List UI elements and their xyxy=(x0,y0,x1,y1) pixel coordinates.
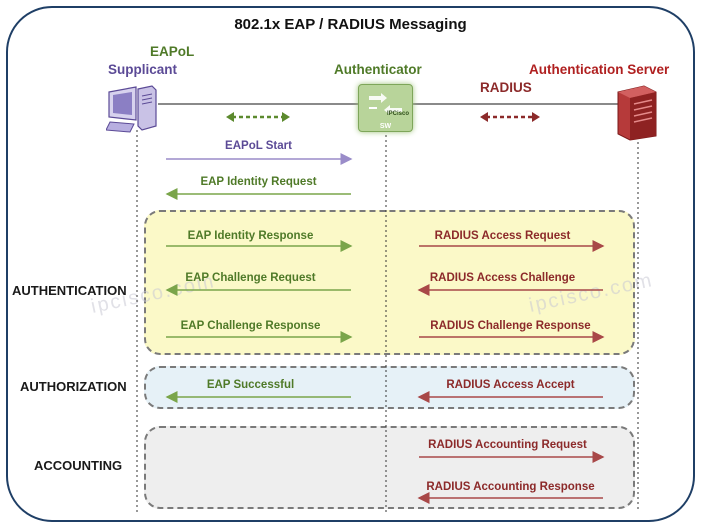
authorization-band xyxy=(144,366,635,409)
switch-brand: IPCisco xyxy=(386,111,409,117)
msg-radius-access-accept: RADIUS Access Accept xyxy=(446,379,575,391)
authenticator-label: Authenticator xyxy=(334,62,422,77)
eapol-bidirectional-arrow xyxy=(226,112,290,122)
msg-eap-successful: EAP Successful xyxy=(206,379,295,391)
msg-radius-access-request: RADIUS Access Request xyxy=(434,230,571,242)
eapol-label: EAPoL xyxy=(150,44,195,59)
radius-label: RADIUS xyxy=(480,80,532,95)
msg-eap-challenge-response: EAP Challenge Response xyxy=(180,320,321,332)
accounting-band xyxy=(144,426,635,509)
server-icon xyxy=(617,85,657,141)
phase-accounting: ACCOUNTING xyxy=(34,458,123,473)
msg-radius-challenge-response: RADIUS Challenge Response xyxy=(430,320,591,332)
msg-radius-accounting-request: RADIUS Accounting Request xyxy=(428,439,587,451)
authentication-band xyxy=(144,210,635,355)
switch-tag: SW xyxy=(379,123,392,130)
phase-authorization: AUTHORIZATION xyxy=(20,379,127,394)
msg-eapol-start: EAPoL Start xyxy=(225,140,292,152)
msg-eap-identity-response: EAP Identity Response xyxy=(187,230,314,242)
phase-authentication: AUTHENTICATION xyxy=(12,283,127,298)
switch-icon: IPCisco SW xyxy=(358,84,413,132)
msg-radius-access-challenge: RADIUS Access Challenge xyxy=(429,272,576,284)
computer-icon xyxy=(106,85,157,133)
msg-eap-identity-request: EAP Identity Request xyxy=(200,176,317,188)
auth-server-label: Authentication Server xyxy=(529,62,670,77)
supplicant-label: Supplicant xyxy=(108,62,178,77)
radius-bidirectional-arrow xyxy=(480,112,540,122)
diagram-title: 802.1x EAP / RADIUS Messaging xyxy=(234,16,467,33)
msg-eap-challenge-request: EAP Challenge Request xyxy=(185,272,316,284)
msg-radius-accounting-response: RADIUS Accounting Response xyxy=(426,481,595,493)
